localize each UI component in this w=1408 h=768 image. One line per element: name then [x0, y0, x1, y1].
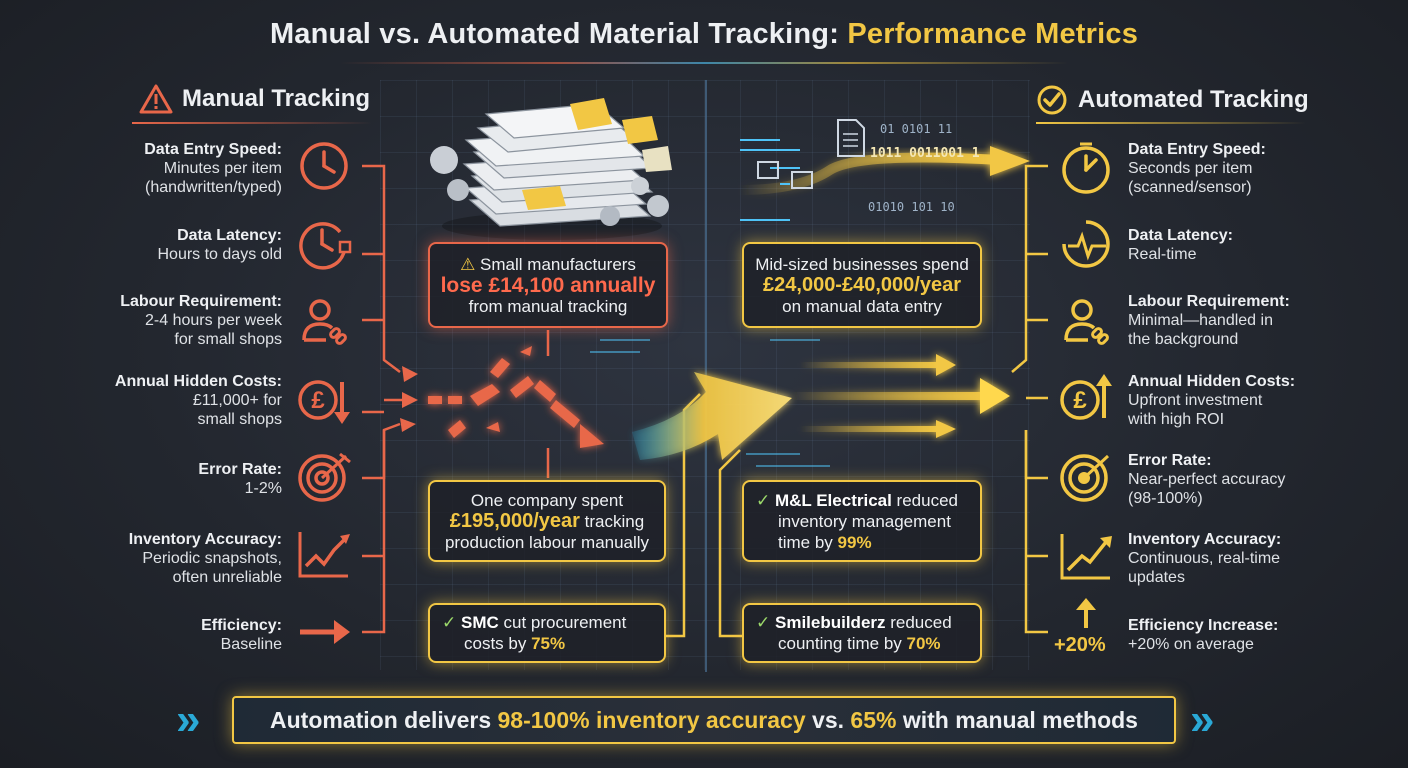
manual-connector-arrow-mid [402, 392, 418, 408]
page-title: Manual vs. Automated Material Tracking: … [0, 18, 1408, 51]
arrow-right-icon [296, 604, 352, 660]
automated-heading-underline [1036, 122, 1306, 124]
manual-connector-arrow-bottom [400, 418, 416, 432]
chart-trend-icon [1058, 528, 1114, 584]
automated-metric-data-entry-speed: Data Entry Speed: Seconds per item (scan… [1128, 141, 1266, 196]
automated-metric-labour-requirement: Labour Requirement: Minimal—handled in t… [1128, 293, 1290, 348]
manual-connector-arrow-top [402, 366, 418, 382]
automated-metric-efficiency-increase: Efficiency Increase: +20% on average [1128, 617, 1279, 653]
manual-metric-annual-hidden-costs: Annual Hidden Costs: £11,000+ for small … [114, 373, 282, 428]
automated-metric-inventory-accuracy: Inventory Accuracy: Continuous, real-tim… [1128, 531, 1282, 586]
card-smilebuilderz: ✓ Smilebuilderz reduced counting time by… [742, 603, 982, 663]
check-circle-icon [1037, 85, 1067, 115]
binary-stream-1: 01 0101 11 [880, 122, 953, 136]
title-main: Manual vs. Automated Material Tracking: [269, 18, 848, 50]
automated-metric-error-rate: Error Rate: Near-perfect accuracy (98-10… [1128, 452, 1286, 507]
chevron-right-icon: » [1190, 695, 1215, 744]
broken-manual-arrow [428, 346, 604, 448]
manual-connectors [362, 164, 550, 634]
arrow-up-icon [1068, 598, 1104, 628]
automated-heading-text: Automated Tracking [1078, 86, 1309, 113]
manual-heading-underline [132, 122, 372, 124]
binary-stream-2: 1011 0011001 1 [870, 146, 980, 161]
clock-icon [296, 138, 352, 194]
automated-connectors [666, 164, 1048, 638]
person-link-icon [1058, 294, 1114, 350]
pound-up-icon: £ [1058, 370, 1114, 426]
pulse-clock-icon [1058, 216, 1114, 272]
title-divider [340, 62, 1068, 64]
target-icon [296, 448, 352, 504]
card-smc: ✓ SMC cut procurement costs by 75% [428, 603, 666, 663]
automated-metric-annual-hidden-costs: Annual Hidden Costs: Upfront investment … [1128, 373, 1296, 428]
card-small-manufacturers: ⚠ Small manufacturers lose £14,100 annua… [428, 242, 668, 328]
person-link-icon [296, 294, 352, 350]
manual-metric-data-latency: Data Latency: Hours to days old [157, 227, 282, 263]
card-ml-electrical: ✓ M&L Electrical reduced inventory manag… [742, 480, 982, 562]
automated-metric-data-latency: Data Latency: Real-time [1128, 227, 1233, 263]
checkmark-icon: ✓ [442, 613, 457, 632]
fast-clock-icon [1058, 140, 1114, 196]
binary-stream-3: 01010 101 10 [868, 200, 955, 214]
card-company-spent: One company spent £195,000/year tracking… [428, 480, 666, 562]
title-highlight: Performance Metrics [847, 18, 1139, 50]
pound-down-icon: £ [296, 372, 352, 428]
manual-metric-labour-requirement: Labour Requirement: 2-4 hours per week f… [120, 293, 282, 348]
slow-clock-icon [296, 216, 352, 272]
manual-metric-inventory-accuracy: Inventory Accuracy: Periodic snapshots, … [128, 531, 282, 586]
paper-stack-illustration [430, 98, 672, 240]
manual-metric-error-rate: Error Rate: 1-2% [198, 461, 282, 497]
data-flow-top [739, 119, 1030, 221]
target-icon [1058, 448, 1114, 504]
checkmark-icon: ✓ [756, 613, 771, 632]
svg-text:£: £ [1073, 387, 1087, 414]
checkmark-icon: ✓ [756, 490, 771, 510]
svg-text:£: £ [311, 387, 325, 414]
chart-trend-icon [296, 526, 352, 582]
big-transition-arrow [632, 372, 792, 460]
automated-heading: Automated Tracking [1036, 84, 1309, 124]
warning-icon [139, 84, 173, 114]
circuit-lines [590, 339, 830, 467]
card-mid-sized-businesses: Mid-sized businesses spend £24,000-£40,0… [742, 242, 982, 328]
summary-banner: Automation delivers 98-100% inventory ac… [232, 696, 1176, 744]
speed-streak-arrows [790, 354, 1010, 438]
chevron-right-icon: » [176, 695, 201, 744]
warning-icon: ⚠ [460, 254, 476, 274]
manual-metric-efficiency: Efficiency: Baseline [201, 617, 282, 653]
manual-metric-data-entry-speed: Data Entry Speed: Minutes per item (hand… [144, 141, 282, 196]
efficiency-badge: +20% [1054, 634, 1106, 656]
manual-heading: Manual Tracking [132, 84, 372, 124]
manual-heading-text: Manual Tracking [182, 85, 371, 112]
